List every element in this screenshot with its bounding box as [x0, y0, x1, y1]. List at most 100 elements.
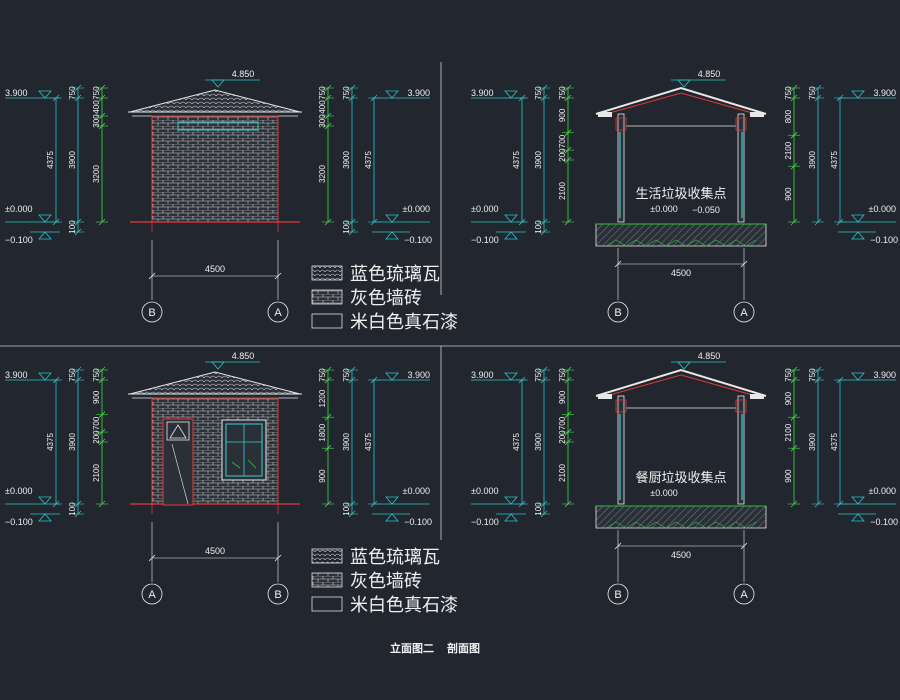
- dimension-value: 750: [342, 368, 351, 382]
- level-marker: [385, 372, 399, 381]
- roof-slab-line: [605, 374, 757, 397]
- dimension-value: 750: [92, 86, 101, 100]
- dimension-value: 4375: [364, 433, 373, 451]
- dimension-value: 900: [318, 469, 327, 483]
- dimension-value: 4375: [46, 433, 55, 451]
- axis-bubble: [267, 301, 289, 323]
- level-marker: [504, 496, 518, 505]
- elevation-view: 3.900±0.000−0.1003.900±0.000−0.1004.8504…: [5, 69, 432, 323]
- dimension-value: 700: [92, 416, 101, 430]
- axis-bubble: [733, 301, 755, 323]
- room-name: 生活垃圾收集点: [635, 186, 726, 202]
- axis-bubble: [733, 583, 755, 605]
- level-marker: [211, 361, 225, 370]
- legend-label: 灰色墙砖: [350, 288, 422, 309]
- level-label: 3.900: [407, 370, 430, 380]
- dimension-value: 900: [92, 390, 101, 404]
- axis-label: B: [614, 589, 621, 601]
- axis-tick: [148, 554, 156, 562]
- ridge-level-label: 4.850: [232, 69, 255, 79]
- roof-slab-line: [605, 92, 757, 115]
- level-label: −0.100: [5, 517, 33, 527]
- dimension-value: 100: [534, 220, 543, 234]
- axis-tick: [614, 542, 622, 550]
- level-marker: [504, 372, 518, 381]
- elevation-view: 3.900±0.000−0.1003.900±0.000−0.1004.8504…: [5, 351, 432, 605]
- legend-swatch-plain: [311, 596, 343, 612]
- axis-bubble: [141, 583, 163, 605]
- dimension-value: 1200: [318, 389, 327, 407]
- axis-bubble: [141, 301, 163, 323]
- dimension-value: 400: [92, 100, 101, 114]
- legend-swatch-brick: [311, 572, 343, 588]
- legend-label: 灰色墙砖: [350, 571, 422, 592]
- axis-label: B: [148, 307, 155, 319]
- dimension-value: 900: [784, 391, 793, 405]
- dimension-value: 750: [784, 86, 793, 100]
- axis-tick: [274, 272, 282, 280]
- roof-section: [595, 368, 767, 397]
- level-marker: [38, 231, 52, 240]
- floor-level-label: ±0.000: [650, 204, 677, 214]
- floor-level-label: −0.050: [692, 205, 720, 215]
- level-label: −0.100: [404, 517, 432, 527]
- dimension-value: 700: [558, 134, 567, 148]
- dimension-value: 3900: [342, 151, 351, 169]
- window-hatch: [231, 461, 241, 469]
- level-label: −0.100: [870, 235, 898, 245]
- axis-label: A: [148, 589, 156, 601]
- eave-block: [750, 112, 764, 117]
- dimension-value: 2100: [784, 141, 793, 159]
- level-label: ±0.000: [471, 204, 498, 214]
- dimension-value: 3200: [318, 165, 327, 183]
- level-marker: [851, 214, 865, 223]
- dimension-value: 200: [558, 430, 567, 444]
- caption-section: 剖面图: [447, 641, 480, 655]
- level-label: 3.900: [407, 88, 430, 98]
- beam: [615, 117, 627, 131]
- beam: [735, 399, 747, 413]
- axis-width-label: 4500: [205, 264, 225, 274]
- axis-label: B: [274, 589, 281, 601]
- level-label: ±0.000: [403, 204, 430, 214]
- legend-swatch-tile: [311, 265, 343, 281]
- section-view: 3.900±0.000−0.1003.900±0.000−0.1004.8504…: [471, 351, 898, 605]
- level-marker: [851, 231, 865, 240]
- level-label: −0.100: [471, 235, 499, 245]
- level-label: −0.100: [870, 517, 898, 527]
- level-marker: [851, 372, 865, 381]
- dimension-value: 750: [318, 86, 327, 100]
- door-swing: [171, 443, 189, 505]
- dimension-value: 900: [558, 108, 567, 122]
- axis-label: A: [740, 589, 748, 601]
- axis-label: A: [740, 307, 748, 319]
- dimension-value: 4375: [46, 151, 55, 169]
- dimension-value: 800: [784, 109, 793, 123]
- dimension-value: 750: [558, 368, 567, 382]
- level-label: −0.100: [404, 235, 432, 245]
- door-transom: [166, 421, 190, 441]
- dimension-value: 2100: [784, 423, 793, 441]
- dimension-value: 2100: [92, 464, 101, 482]
- legend-bottom: 蓝色琉璃瓦 灰色墙砖 米白色真石漆: [311, 547, 458, 616]
- axis-label: B: [614, 307, 621, 319]
- vent-louver: [177, 121, 259, 131]
- eave-block: [750, 394, 764, 399]
- wall-right: [737, 395, 745, 505]
- axis-label: A: [274, 307, 282, 319]
- dimension-value: 4375: [830, 151, 839, 169]
- room-name: 餐厨垃圾收集点: [635, 470, 726, 486]
- door-frame: [162, 418, 194, 506]
- level-marker: [504, 513, 518, 522]
- window-hatch: [247, 459, 257, 469]
- dimension-value: 400: [318, 100, 327, 114]
- axis-tick: [148, 272, 156, 280]
- level-marker: [38, 214, 52, 223]
- axis-tick: [614, 260, 622, 268]
- roof-tiles: [129, 371, 301, 395]
- dimension-value: 2100: [558, 464, 567, 482]
- level-marker: [851, 496, 865, 505]
- dimension-value: 750: [558, 86, 567, 100]
- level-marker: [504, 231, 518, 240]
